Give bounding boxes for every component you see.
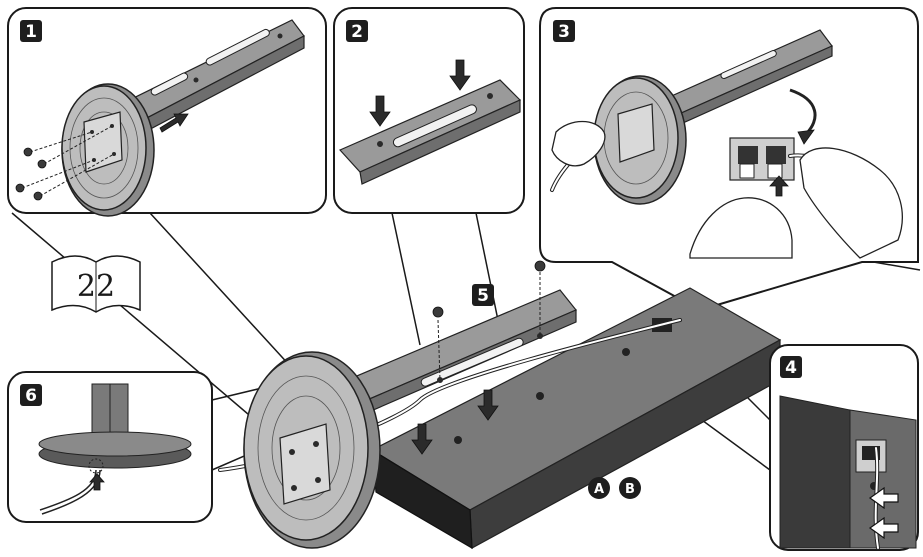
step-badge-5: 5 (472, 284, 494, 306)
step-badge-1: 1 (20, 20, 42, 42)
page-ref-number: 22 (77, 269, 115, 304)
step-1-direction-arrow (159, 113, 189, 133)
step-3-stand-disc (593, 75, 687, 205)
main-down-arrow-left (411, 423, 433, 455)
step-badge-2: 2 (346, 20, 368, 42)
main-stand-disc (243, 351, 381, 549)
svg-text:2: 2 (351, 22, 363, 42)
tv-base (370, 287, 782, 550)
main-down-arrow-right (477, 389, 499, 421)
svg-text:4: 4 (785, 358, 797, 378)
manual-page-reference: 22 (51, 255, 141, 313)
step-1-stand-disc (61, 83, 155, 217)
step-6-up-arrow (89, 473, 105, 491)
step-3-panel (539, 7, 919, 312)
svg-text:A: A (594, 482, 604, 497)
step-badge-4: 4 (780, 356, 802, 378)
step-3-up-arrow (769, 175, 789, 197)
step-3-curved-arrow (797, 129, 815, 145)
svg-text:5: 5 (477, 286, 489, 306)
main-assembly (218, 260, 782, 550)
step-1-screws (15, 125, 115, 201)
svg-text:1: 1 (25, 22, 37, 42)
svg-text:6: 6 (25, 386, 37, 406)
step-1-panel (7, 7, 327, 217)
step-3-rail (639, 29, 833, 137)
label-a: A (588, 477, 610, 499)
step-3-left-hand (551, 120, 606, 167)
svg-text:3: 3 (558, 22, 570, 42)
step-4-arrow-upper (868, 486, 899, 510)
step-badge-3: 3 (553, 20, 575, 42)
svg-text:B: B (625, 482, 635, 497)
step-4-arrow-lower (868, 516, 899, 540)
step-2-down-arrow-left (369, 95, 391, 127)
label-b: B (619, 477, 641, 499)
step-3-lower-hand (689, 197, 793, 259)
step-2-rail (338, 79, 522, 185)
main-screws (432, 260, 546, 381)
step-badge-6: 6 (20, 384, 42, 406)
step-1-rail (104, 19, 305, 145)
step-3-terminal-block (729, 137, 795, 181)
step-4-panel (769, 344, 919, 551)
step-3-right-hand (799, 147, 903, 259)
step-6-panel (7, 371, 213, 523)
step-2-down-arrow-right (449, 59, 471, 91)
step-2-panel (333, 7, 525, 214)
